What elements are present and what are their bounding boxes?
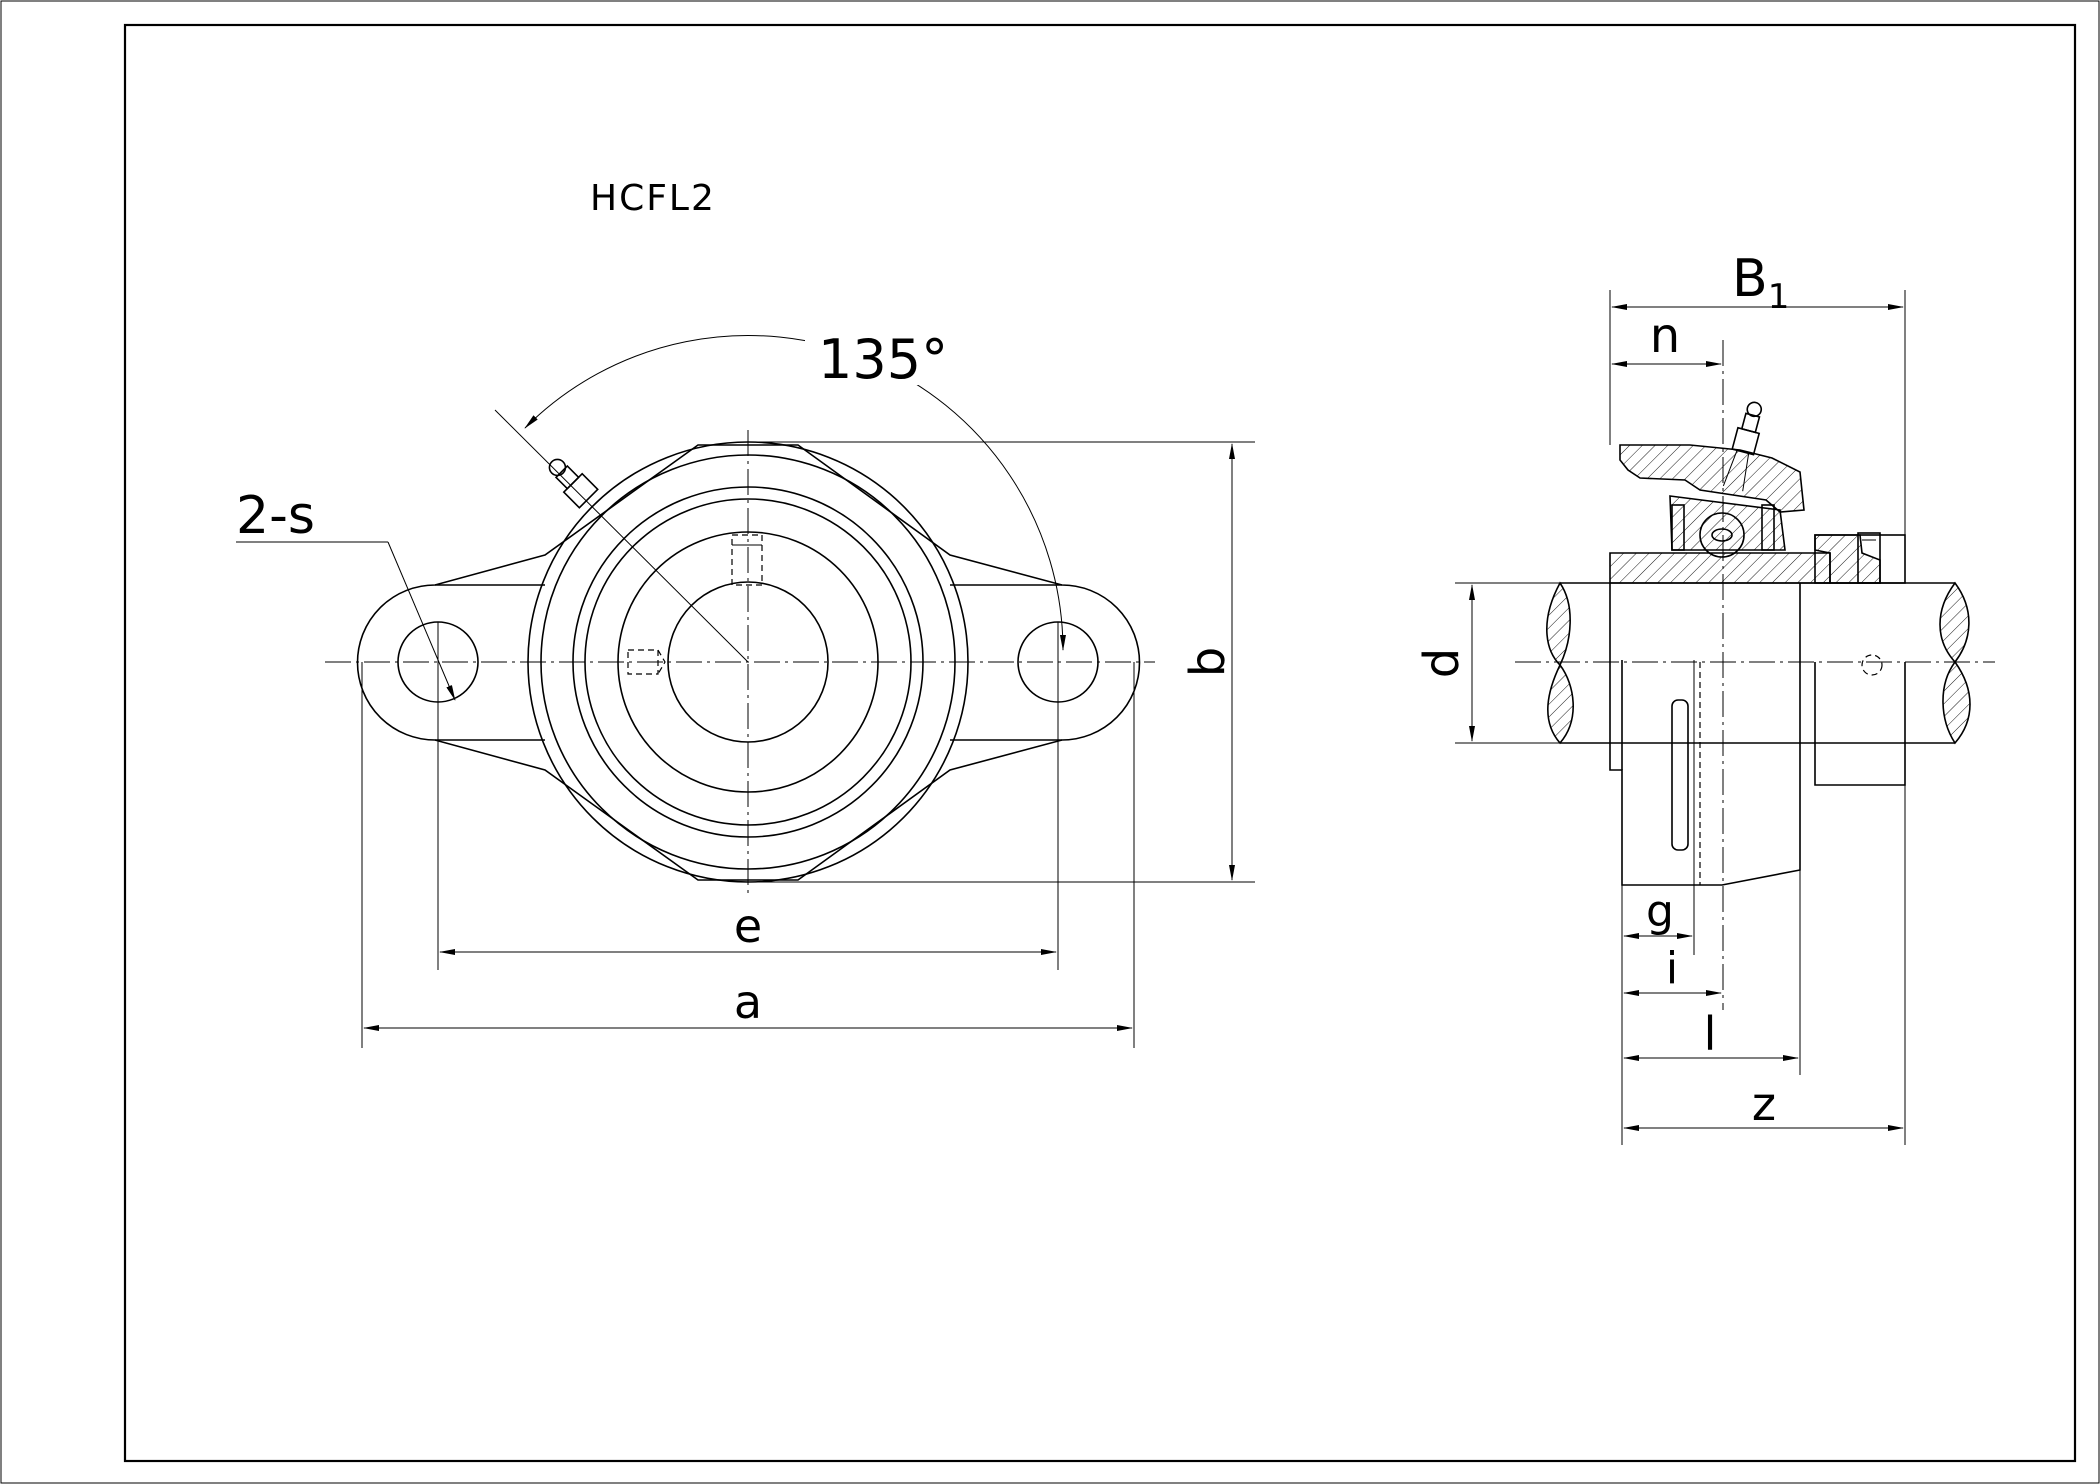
grease-nipple-front [548, 458, 599, 509]
angle-label: 135° [818, 328, 948, 391]
collar-lower [1814, 662, 1906, 786]
front-view: 135° 2-s b e a [236, 315, 1255, 1048]
housing-base-section [1609, 552, 1831, 584]
seal-right [1761, 504, 1775, 551]
dim-b-label: b [1180, 647, 1236, 677]
set-screw-top [731, 534, 763, 586]
housing-slot [1671, 699, 1689, 851]
side-view: B1 n d g i l z [1414, 249, 1995, 1145]
holes-label: 2-s [236, 486, 315, 546]
dim-e-label: e [734, 899, 762, 953]
bearing-outer-ring [1669, 495, 1786, 551]
flange-outline [356, 444, 1141, 881]
housing-top-section [1619, 444, 1805, 513]
dim-z-label: z [1752, 1077, 1776, 1131]
drawing-frame [123, 23, 2077, 1463]
collar-screw-lower [1861, 654, 1883, 676]
seal-left [1671, 504, 1685, 551]
dim-l-label: l [1704, 1007, 1717, 1061]
shaft-break-right [1939, 581, 1971, 745]
holes-leader-diagonal [387, 541, 456, 701]
dim-d-label: d [1414, 648, 1470, 678]
housing-body [1609, 583, 1801, 886]
angle-label-bg [805, 315, 930, 385]
bearing-ball-hub [1711, 528, 1733, 542]
shaft-break-left [1546, 581, 1574, 745]
dim-b1-label: B1 [1732, 249, 1789, 317]
set-screw-left-tip [657, 649, 666, 675]
dim-g-label: g [1646, 886, 1674, 937]
grease-nipple-side [1722, 401, 1763, 492]
model-title: HCFL2 [590, 178, 716, 219]
dim-n-label: n [1650, 308, 1680, 364]
dim-i-label: i [1666, 943, 1678, 994]
angle-radial-line [494, 409, 749, 663]
dim-a-label: a [734, 975, 762, 1029]
